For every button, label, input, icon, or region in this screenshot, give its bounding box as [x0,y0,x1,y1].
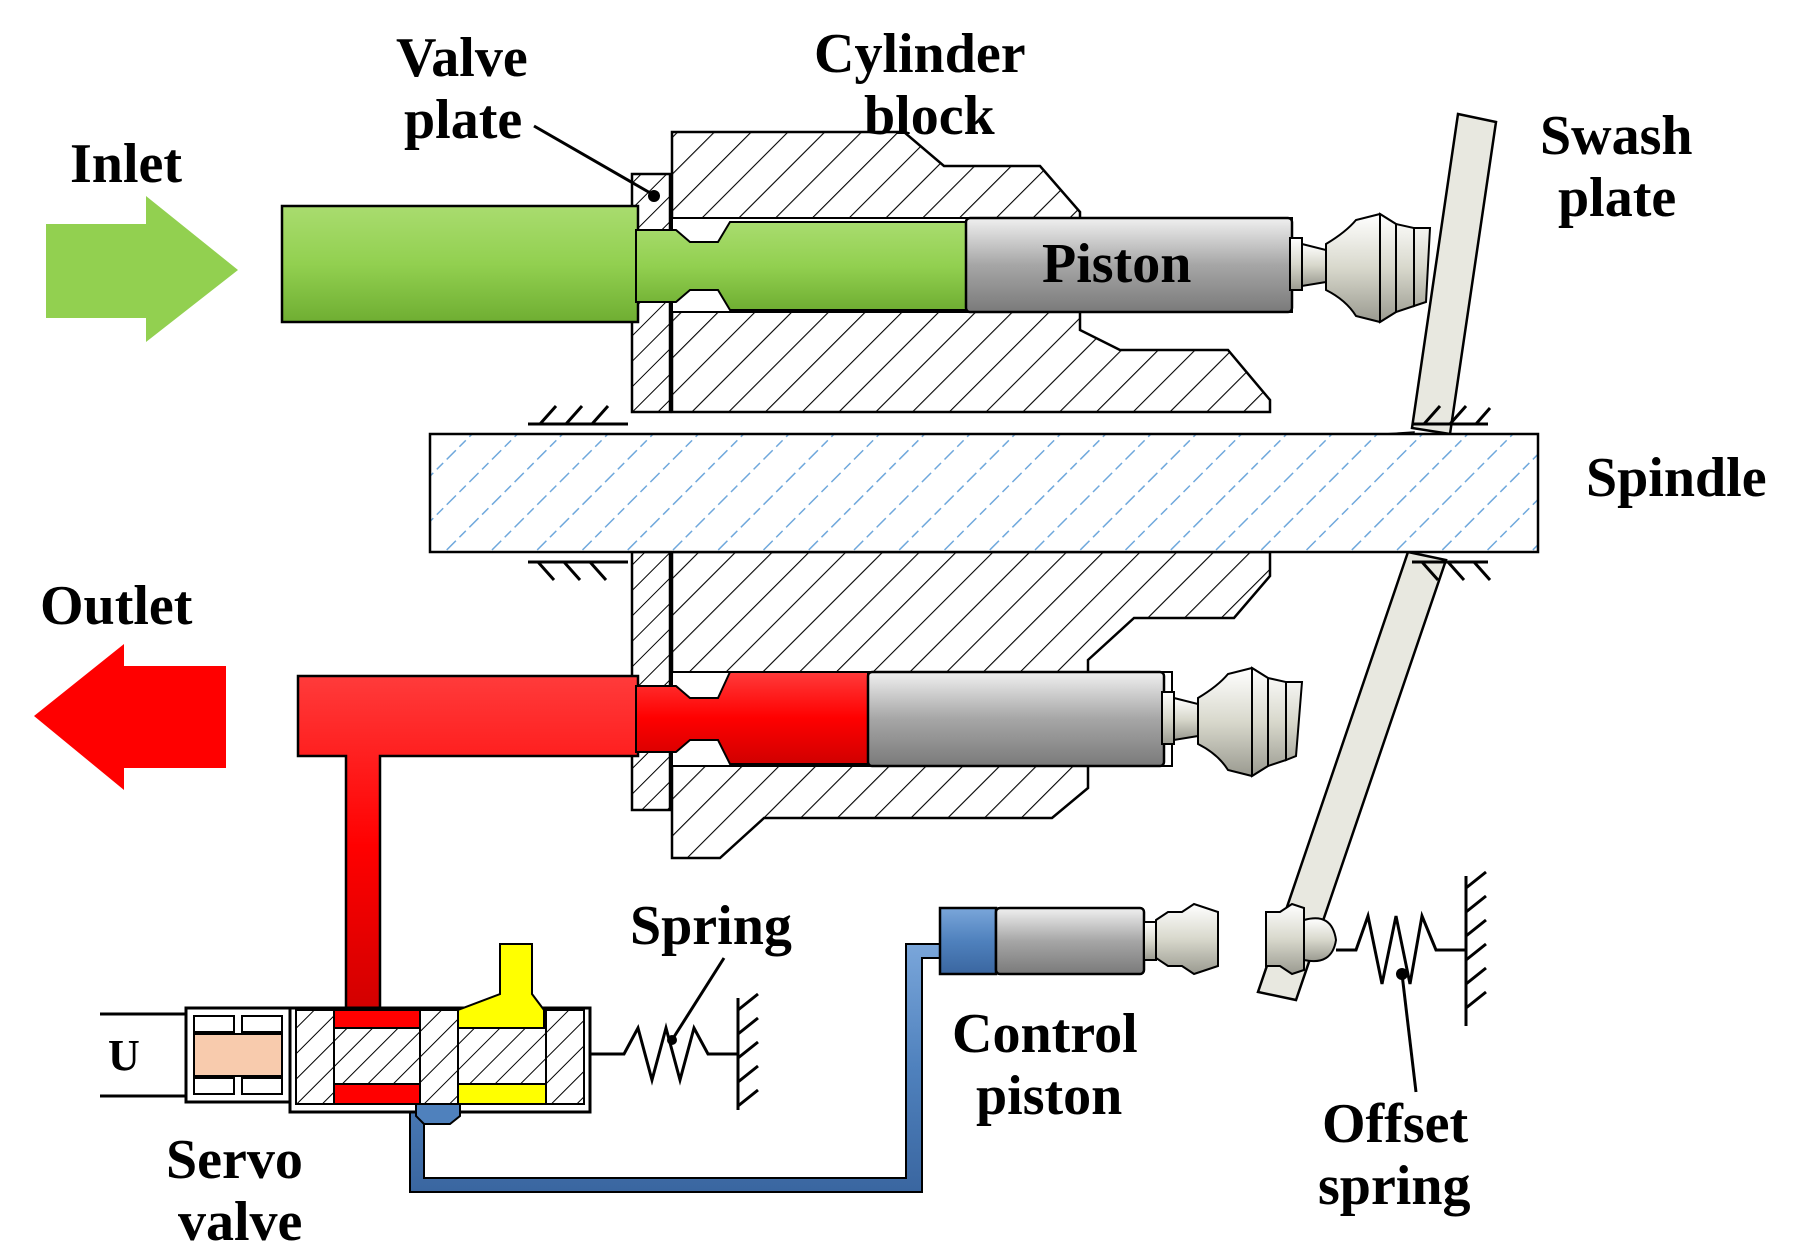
control-piston [994,906,1146,976]
outlet-pipe [296,674,640,1018]
spindle-shaft [428,432,1540,554]
cylinder-block-label-line2: block [864,85,996,147]
offset-spring-seat [1265,902,1338,976]
control-piston-chamber [938,906,998,976]
inlet-pipe [280,204,640,324]
servo-spring-leader [670,957,726,1041]
servo-valve-label-line2: valve [178,1191,302,1250]
spindle-label: Spindle [1586,447,1767,509]
input-signal-label: U [108,1031,140,1080]
swash-plate-label-line2: plate [1558,167,1676,229]
offset-spring-label-line2: spring [1318,1155,1471,1217]
control-piston-ball-joint [1143,902,1219,976]
cylinder-block-label-line1: Cylinder [814,23,1026,85]
piston-label: Piston [1042,233,1191,295]
inlet-arrow [46,196,238,342]
control-piston-label-line1: Control [952,1003,1138,1065]
valve-plate-leader [533,124,653,196]
upper-piston-ball-joint [1289,212,1432,324]
inlet-label: Inlet [70,133,182,195]
outlet-label: Outlet [40,575,193,637]
offset-spring-leader [1400,973,1418,1093]
valve-plate-label-line1: Valve [396,27,528,89]
servo-valve [100,943,592,1125]
servo-valve-label-line1: Servo [166,1129,303,1191]
servo-spring [590,1022,738,1086]
servo-spring-ground [736,992,759,1110]
outlet-port [635,671,869,765]
offset-spring-label-line1: Offset [1322,1093,1469,1155]
bearing-ground-symbols [528,405,1492,581]
lower-piston [866,670,1166,768]
outlet-arrow [34,644,226,790]
control-piston-label-line2: piston [976,1065,1122,1127]
swash-plate-label-line1: Swash [1540,105,1693,167]
spring-label: Spring [630,895,792,957]
lower-piston-ball-joint [1161,666,1304,778]
offset-spring-ground [1464,870,1487,1026]
offset-spring [1336,910,1466,985]
valve-plate-label-line2: plate [404,89,522,151]
